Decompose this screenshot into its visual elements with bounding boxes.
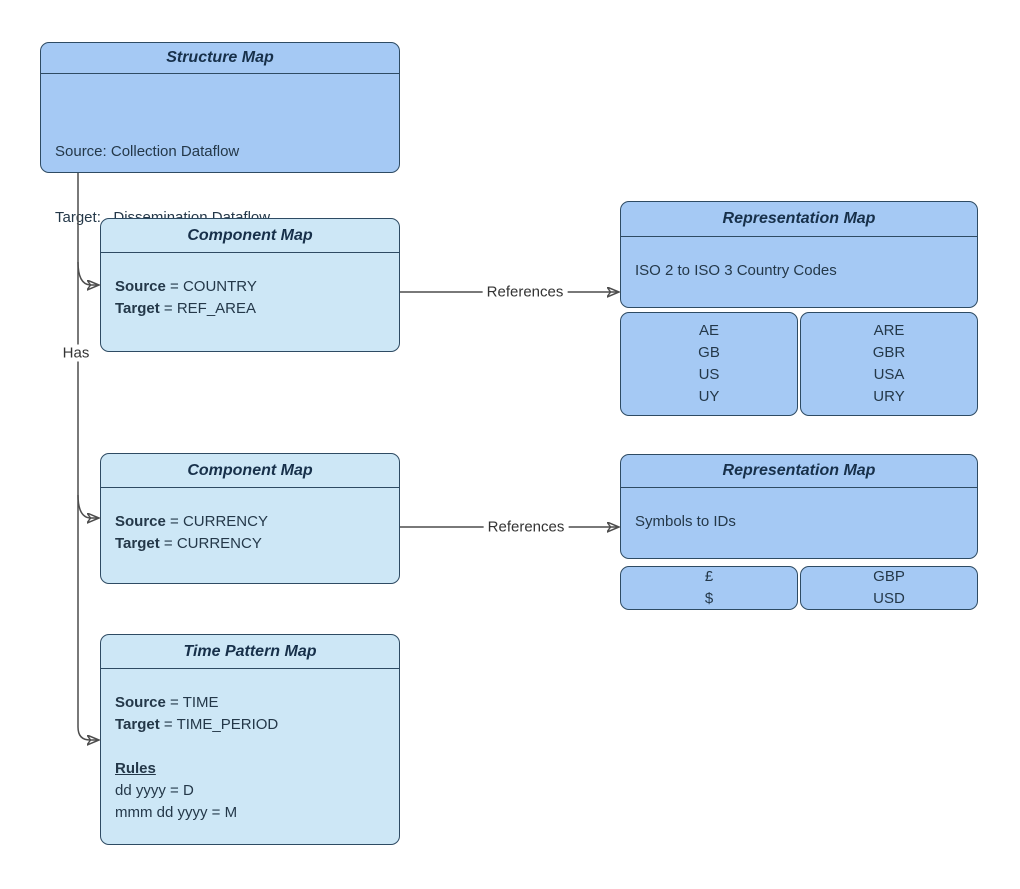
- representation-map-country-description: ISO 2 to ISO 3 Country Codes: [635, 262, 837, 279]
- time-pattern-map-source-line: Source = TIME: [115, 692, 385, 714]
- has-connector-main[interactable]: [77, 173, 98, 740]
- component-map-currency-body: Source = CURRENCY Target = CURRENCY: [101, 488, 399, 555]
- structure-map-box[interactable]: Structure Map Source: Collection Dataflo…: [40, 42, 400, 226]
- code-line: GBR: [872, 344, 906, 361]
- code-line: GB: [698, 344, 720, 361]
- code-line: USA: [873, 366, 905, 383]
- target-key: Target: [115, 716, 160, 733]
- component-map-currency-title: Component Map: [101, 454, 399, 488]
- time-pattern-map-title: Time Pattern Map: [101, 635, 399, 669]
- representation-map-country-box[interactable]: Representation Map ISO 2 to ISO 3 Countr…: [620, 201, 978, 308]
- target-value: = TIME_PERIOD: [163, 716, 279, 733]
- representation-map-country-title: Representation Map: [621, 202, 977, 237]
- representation-map-country-target-codes[interactable]: ARE GBR USA URY: [800, 312, 978, 416]
- component-map-currency-source-line: Source = CURRENCY: [115, 511, 385, 533]
- representation-map-country-source-codes[interactable]: AE GB US UY: [620, 312, 798, 416]
- source-value: = COUNTRY: [170, 278, 257, 295]
- code-line: £: [704, 568, 714, 585]
- has-edge-label[interactable]: Has: [58, 344, 94, 362]
- source-key: Source: [115, 278, 166, 295]
- source-value: = TIME: [170, 694, 219, 711]
- code-line: GBP: [873, 568, 905, 585]
- structure-map-source-line: Source: Collection Dataflow: [55, 143, 240, 160]
- representation-map-currency-source-codes[interactable]: £ $: [620, 566, 798, 610]
- structure-map-title: Structure Map: [41, 43, 399, 74]
- time-pattern-map-box[interactable]: Time Pattern Map Source = TIME Target = …: [100, 634, 400, 845]
- time-pattern-map-rule: mmm dd yyyy = M: [115, 804, 238, 821]
- code-line: URY: [873, 388, 905, 405]
- component-map-country-source-line: Source = COUNTRY: [115, 276, 385, 298]
- code-line: ARE: [873, 322, 905, 339]
- references-edge-label-country[interactable]: References: [482, 283, 568, 301]
- target-value: = REF_AREA: [163, 300, 257, 317]
- time-pattern-map-body: Source = TIME Target = TIME_PERIOD Rules…: [101, 669, 399, 824]
- target-value: = CURRENCY: [163, 535, 262, 552]
- code-line: $: [704, 590, 714, 607]
- code-line: USD: [873, 590, 905, 607]
- code-line: US: [698, 366, 720, 383]
- code-line: UY: [698, 388, 720, 405]
- target-key: Target: [115, 300, 160, 317]
- representation-map-currency-title: Representation Map: [621, 455, 977, 488]
- component-map-country-box[interactable]: Component Map Source = COUNTRY Target = …: [100, 218, 400, 352]
- has-connector-branch-country[interactable]: [77, 261, 98, 285]
- code-line: AE: [698, 322, 719, 339]
- references-edge-label-currency[interactable]: References: [483, 518, 569, 536]
- representation-map-currency-description: Symbols to IDs: [635, 513, 736, 530]
- source-key: Source: [115, 694, 166, 711]
- source-value: = CURRENCY: [170, 513, 268, 530]
- representation-map-currency-box[interactable]: Representation Map Symbols to IDs: [620, 454, 978, 559]
- structure-map-body: Source: Collection Dataflow Target: Diss…: [41, 74, 399, 273]
- component-map-currency-target-line: Target = CURRENCY: [115, 533, 385, 555]
- has-connector-branch-currency[interactable]: [77, 494, 98, 518]
- target-key: Target: [115, 535, 160, 552]
- time-pattern-map-rules-heading: Rules: [115, 760, 156, 777]
- time-pattern-map-target-line: Target = TIME_PERIOD: [115, 714, 385, 736]
- component-map-country-target-line: Target = REF_AREA: [115, 298, 385, 320]
- component-map-country-title: Component Map: [101, 219, 399, 253]
- component-map-currency-box[interactable]: Component Map Source = CURRENCY Target =…: [100, 453, 400, 584]
- time-pattern-map-rule: dd yyyy = D: [115, 782, 194, 799]
- representation-map-currency-target-codes[interactable]: GBP USD: [800, 566, 978, 610]
- source-key: Source: [115, 513, 166, 530]
- component-map-country-body: Source = COUNTRY Target = REF_AREA: [101, 253, 399, 320]
